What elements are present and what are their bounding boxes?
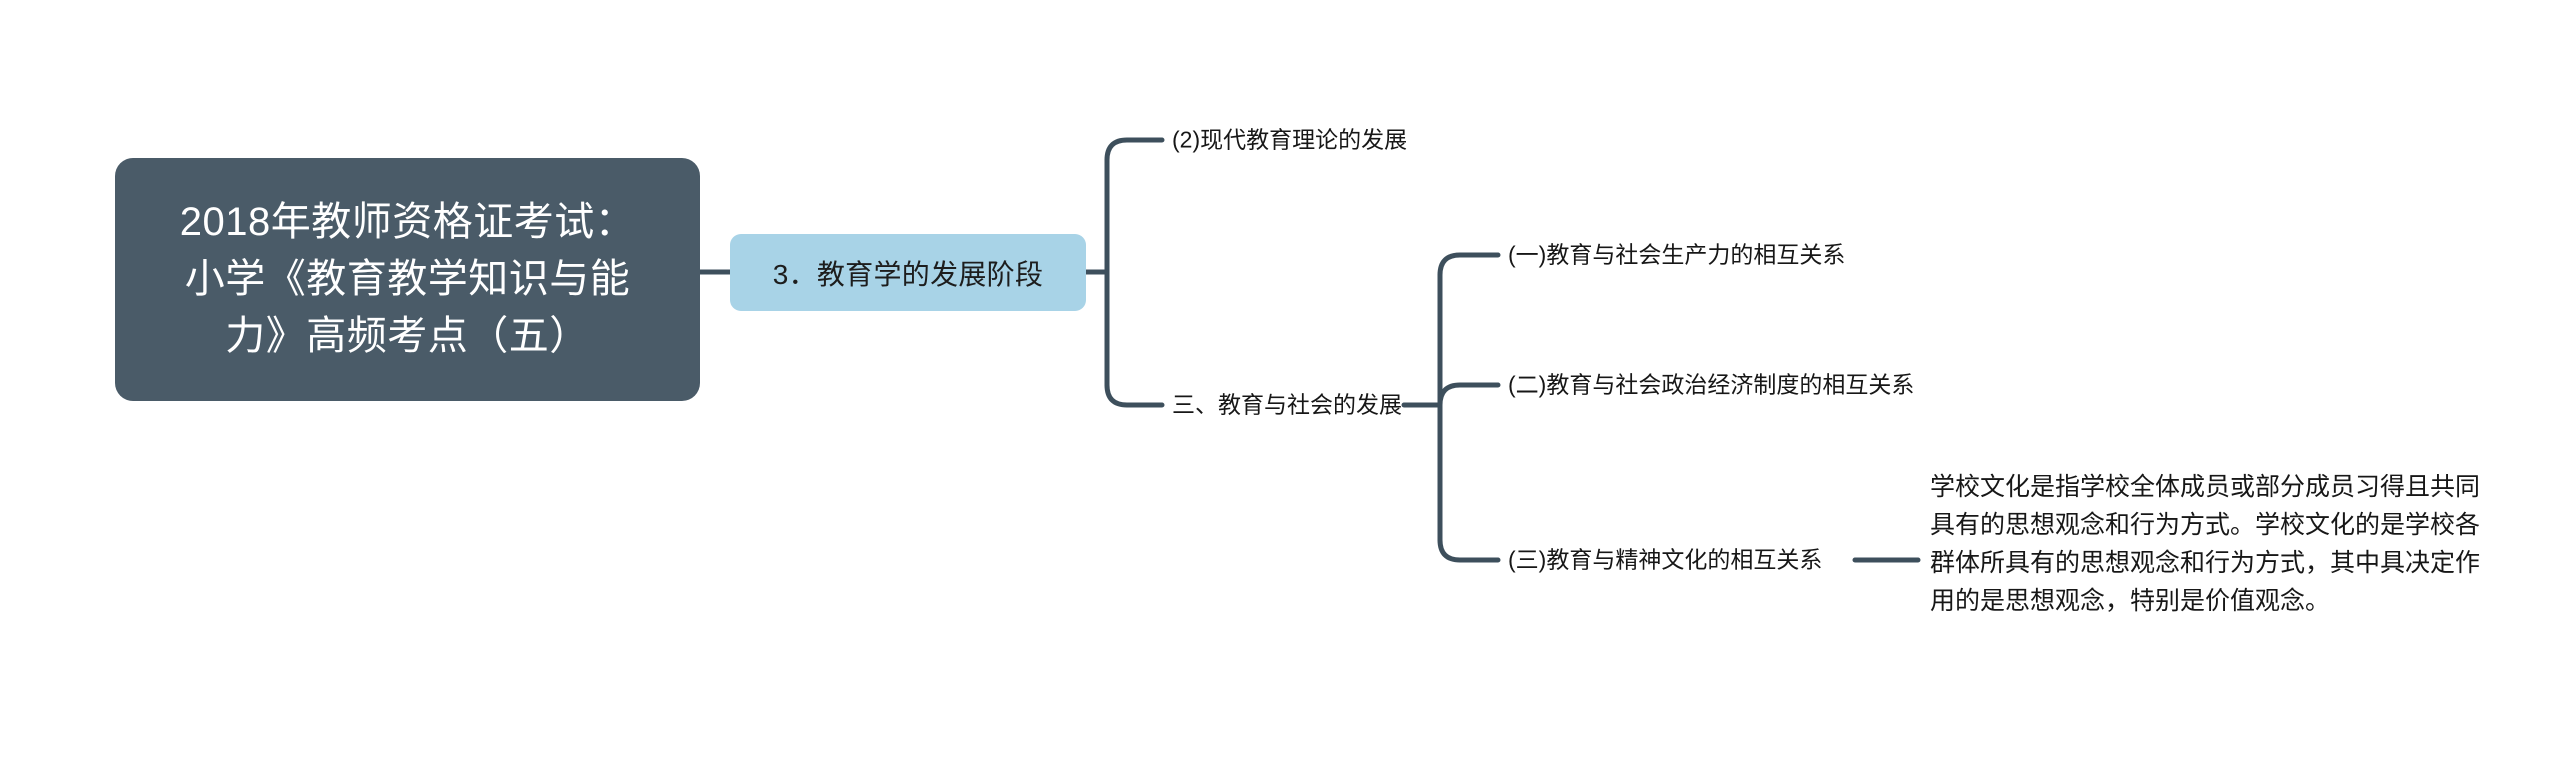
- sub-node-education-and-productivity[interactable]: (一)教育与社会生产力的相互关系: [1508, 241, 1846, 268]
- sub-node-education-and-spiritual-culture[interactable]: (三)教育与精神文化的相互关系: [1508, 546, 1823, 573]
- wire-to-sub-3: [1437, 537, 1501, 563]
- wire-to-child-1: [1104, 137, 1165, 163]
- root-node[interactable]: 2018年教师资格证考试： 小学《教育教学知识与能 力》高频考点（五）: [115, 158, 700, 401]
- root-node-label: 2018年教师资格证考试： 小学《教育教学知识与能 力》高频考点（五）: [179, 200, 636, 358]
- wire-to-sub-2: [1437, 382, 1501, 408]
- wire-to-sub-1: [1437, 252, 1501, 278]
- note-school-culture: 学校文化是指学校全体成员或部分成员习得且共同具有的思想观念和行为方式。学校文化的…: [1930, 473, 2481, 615]
- branch-node-education-development-stages[interactable]: 3．教育学的发展阶段: [730, 234, 1086, 311]
- child-node-education-and-society[interactable]: 三、教育与社会的发展: [1172, 391, 1402, 418]
- sub-node-education-and-political-economic-system[interactable]: (二)教育与社会政治经济制度的相互关系: [1508, 371, 1915, 398]
- child-node-modern-education-theory[interactable]: (2)现代教育理论的发展: [1172, 126, 1408, 153]
- wire-to-child-2: [1104, 382, 1165, 408]
- branch-node-label: 3．教育学的发展阶段: [772, 258, 1044, 290]
